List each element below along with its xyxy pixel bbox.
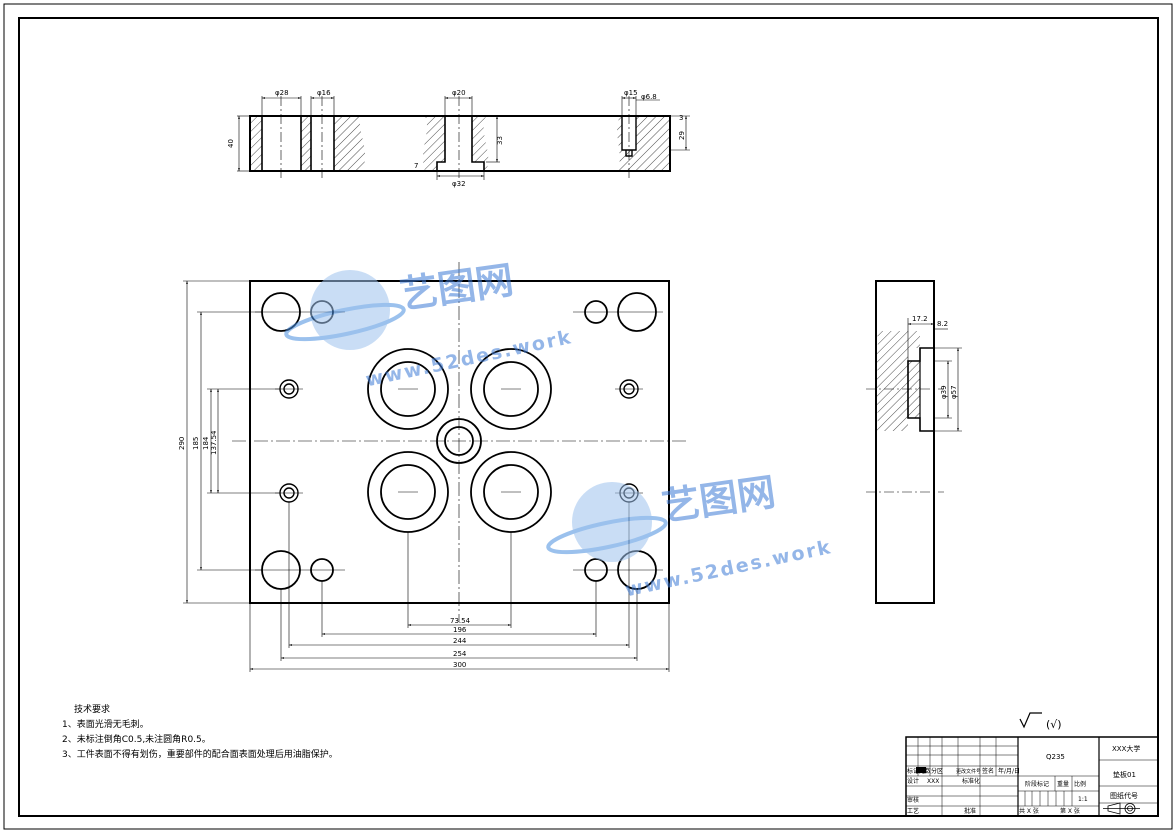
note-line: 3、工件表面不得有划伤，重要部件的配合面表面处理后用油脂保护。	[62, 750, 338, 760]
tb-design: 设计	[907, 777, 919, 785]
dim-185: 185	[192, 437, 200, 450]
tb-review: 审核	[907, 796, 919, 804]
tb-approve: 批准	[964, 807, 976, 815]
title-block-text: 标记 处数 分区 更改文件号 签名 年/月/日 设计 XXX 标准化 审核 工艺…	[907, 744, 1140, 815]
tb-drawing-name: 垫板01	[1113, 770, 1136, 779]
watermark-url-2: www.52des.work	[623, 536, 834, 601]
dim-h7: 7	[414, 162, 418, 170]
tb-label-fenqu: 分区	[931, 767, 943, 775]
title-block	[905, 736, 1159, 817]
watermark-brand: 艺图网	[397, 258, 516, 317]
dim-184: 184	[202, 436, 210, 450]
side-bore	[907, 347, 934, 432]
tb-process: 工艺	[907, 807, 919, 815]
tb-weight: 重量	[1057, 780, 1069, 788]
watermark-url: www.52des.work	[364, 326, 575, 391]
dim-d20: φ20	[452, 89, 466, 97]
dim-d68: φ6.8	[641, 93, 657, 101]
tb-designer: XXX	[927, 778, 939, 785]
dim-d39: φ39	[940, 385, 948, 399]
section-view: φ28 φ16 φ20 φ15 φ6.8 40 33 29 7 3 φ32	[227, 89, 690, 188]
plate-outline	[249, 280, 670, 604]
plan-view: 73.54 196 244 254 300 290 185 184 137.54	[178, 262, 688, 672]
roughness-symbol: (√)	[1019, 712, 1062, 731]
side-view: 17.2 8.2 φ39 φ57	[866, 280, 962, 604]
dim-196: 196	[453, 626, 467, 634]
dim-300: 300	[453, 661, 466, 669]
tb-stage: 阶段标记	[1025, 780, 1049, 788]
dim-d16: φ16	[317, 89, 331, 97]
tb-label-chushu: 处数	[919, 767, 931, 775]
tb-standardize: 标准化	[962, 777, 980, 785]
tb-label-date: 年/月/日	[998, 767, 1020, 775]
side-outline	[875, 280, 935, 604]
hatch-center-r	[472, 116, 489, 171]
tb-total: 共 X 张	[1019, 807, 1039, 815]
dim-137-54: 137.54	[210, 430, 218, 455]
roughness-label: (√)	[1046, 718, 1062, 731]
counterbore	[436, 116, 485, 171]
note-line: 1、表面光滑无毛刺。	[62, 720, 149, 730]
tb-label-sign: 签名	[982, 767, 994, 775]
dim-h3: 3	[679, 114, 683, 122]
dim-254: 254	[453, 650, 467, 658]
dim-73-54: 73.54	[450, 617, 471, 625]
dim-17-2: 17.2	[912, 315, 928, 323]
technical-notes: 技术要求 1、表面光滑无毛刺。 2、未标注倒角C0.5,未注圆角R0.5。 3、…	[62, 703, 338, 763]
dim-d15: φ15	[624, 89, 638, 97]
hatch-left	[250, 116, 262, 171]
dim-d32: φ32	[452, 180, 466, 188]
inner-frame	[18, 17, 1159, 817]
hatch-left2	[301, 116, 311, 171]
hatch-center-l	[422, 116, 445, 171]
dim-h29: 29	[678, 131, 686, 140]
projection-symbol	[1103, 802, 1140, 815]
notes-title: 技术要求	[74, 705, 111, 715]
tb-label-file: 更改文件号	[956, 768, 981, 775]
tb-label-biaoji: 标记	[907, 767, 919, 775]
dim-h40: 40	[227, 139, 235, 148]
watermark-brand-2: 艺图网	[659, 470, 778, 529]
dim-8-2: 8.2	[937, 320, 948, 328]
dim-244: 244	[453, 637, 467, 645]
note-line: 2、未标注倒角C0.5,未注圆角R0.5。	[62, 735, 211, 745]
hatch-right	[617, 116, 670, 171]
tb-scale: 1:1	[1078, 796, 1088, 803]
tb-ratio: 比例	[1074, 780, 1086, 788]
watermark-2: 艺图网 www.52des.work	[546, 470, 834, 601]
tb-school: XXX大学	[1112, 744, 1140, 753]
dim-d57: φ57	[950, 385, 958, 399]
outer-frame	[3, 3, 1173, 830]
dim-290: 290	[178, 437, 186, 450]
hatch-break1	[334, 116, 366, 171]
tb-drawing-no: 图纸代号	[1110, 791, 1138, 800]
tb-material: Q235	[1046, 753, 1065, 761]
dim-h33: 33	[496, 136, 504, 145]
tb-sheet: 第 X 张	[1060, 807, 1080, 815]
dim-d28: φ28	[275, 89, 289, 97]
plate-section-outline	[249, 115, 671, 172]
side-hatch	[875, 331, 920, 431]
